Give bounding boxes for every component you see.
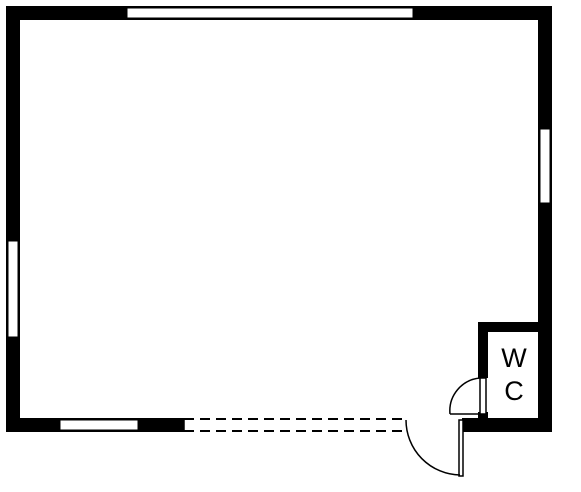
right-wall [538, 6, 552, 432]
left-wall [6, 6, 20, 432]
window-right [539, 128, 551, 204]
wc-room: W C [449, 322, 538, 420]
wc-door-leaf [479, 377, 487, 415]
wc-left-wall-lower [478, 412, 488, 420]
windows [7, 7, 551, 431]
window-top [126, 7, 414, 19]
wc-label-line1: W [501, 343, 527, 373]
sliding-door-opening [183, 418, 406, 432]
entry-door-leaf [458, 419, 464, 477]
wc-door-swing-arc [449, 377, 481, 415]
wc-top-wall [478, 322, 538, 332]
window-left [7, 240, 19, 338]
wc-label-line2: C [504, 376, 524, 406]
entry-door [405, 418, 464, 477]
entry-door-opening [406, 418, 462, 432]
bottom-wall-right [462, 418, 552, 432]
wc-left-wall-upper [478, 322, 488, 378]
window-bottom [59, 419, 139, 431]
entry-door-swing-arc [405, 419, 461, 476]
